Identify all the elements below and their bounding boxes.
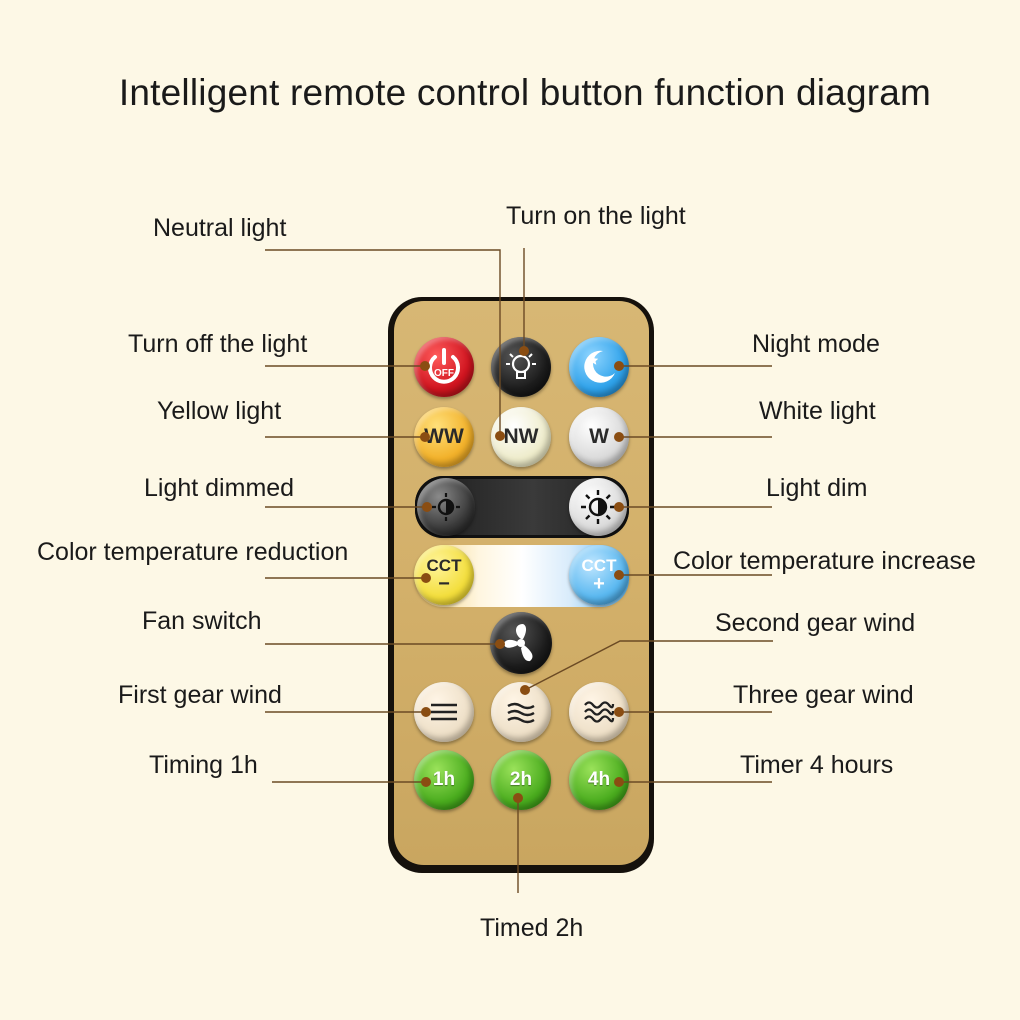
leader-turn-on <box>519 248 529 356</box>
label-light-dimmed: Light dimmed <box>144 474 295 502</box>
label-light-dim: Light dim <box>766 474 868 502</box>
leader-light-dimmed <box>265 502 432 512</box>
ww-button[interactable]: WW <box>414 407 474 467</box>
timer-4h-label: 4h <box>587 769 611 790</box>
label-night-mode: Night mode <box>752 330 880 358</box>
cct-minus-label: CCT <box>426 556 462 575</box>
leader-fan-switch <box>265 639 505 649</box>
label-timed-2h: Timed 2h <box>480 914 584 942</box>
label-fan-switch: Fan switch <box>142 607 262 635</box>
leader-night-mode <box>614 361 772 371</box>
cct-minus-button[interactable]: CCT − <box>414 545 474 605</box>
sun-dim-icon <box>432 493 460 521</box>
leader-yellow-light <box>265 432 430 442</box>
leader-turn-off <box>265 361 430 371</box>
leader-cct-reduction <box>265 573 431 583</box>
leader-timer-4h <box>614 777 772 787</box>
timer-2h-label: 2h <box>509 769 533 790</box>
w-button-label: W <box>589 425 609 448</box>
leader-light-dim <box>614 502 772 512</box>
leader-timing-1h <box>272 777 431 787</box>
dim-up-button[interactable] <box>569 478 627 536</box>
cct-plus-sign: + <box>593 573 605 595</box>
label-first-gear: First gear wind <box>118 681 282 709</box>
leader-second-gear <box>520 640 773 695</box>
label-yellow-light: Yellow light <box>157 397 282 425</box>
wind-3-icon <box>584 701 615 723</box>
fan-icon <box>504 624 533 662</box>
label-timer-4h: Timer 4 hours <box>740 751 894 779</box>
label-turn-off: Turn off the light <box>128 330 308 358</box>
leader-cct-increase <box>614 570 772 580</box>
leader-neutral-light <box>265 249 505 441</box>
leader-timed-2h <box>513 793 523 893</box>
leader-first-gear <box>265 707 431 717</box>
leader-white-light <box>614 432 772 442</box>
diagram-title: Intelligent remote control button functi… <box>118 72 932 113</box>
off-button-label: OFF <box>434 368 454 379</box>
power-icon: OFF <box>428 348 460 384</box>
label-cct-reduction: Color temperature reduction <box>37 538 349 566</box>
label-third-gear: Three gear wind <box>733 681 914 709</box>
nw-button-label: NW <box>503 425 539 448</box>
label-neutral-light: Neutral light <box>153 214 287 242</box>
ww-button-label: WW <box>424 425 464 448</box>
label-cct-increase: Color temperature increase <box>673 547 976 575</box>
label-timing-1h: Timing 1h <box>149 751 258 779</box>
cct-plus-label: CCT <box>581 556 617 575</box>
wind-2-icon <box>507 702 535 724</box>
timer-1h-label: 1h <box>432 769 456 790</box>
sun-bright-icon <box>581 490 615 524</box>
wind-1-icon <box>431 703 457 721</box>
label-white-light: White light <box>759 397 876 425</box>
leader-third-gear <box>614 707 772 717</box>
cct-minus-sign: − <box>438 573 450 595</box>
moon-icon <box>584 350 615 383</box>
label-second-gear: Second gear wind <box>715 609 916 637</box>
label-turn-on: Turn on the light <box>506 202 686 230</box>
